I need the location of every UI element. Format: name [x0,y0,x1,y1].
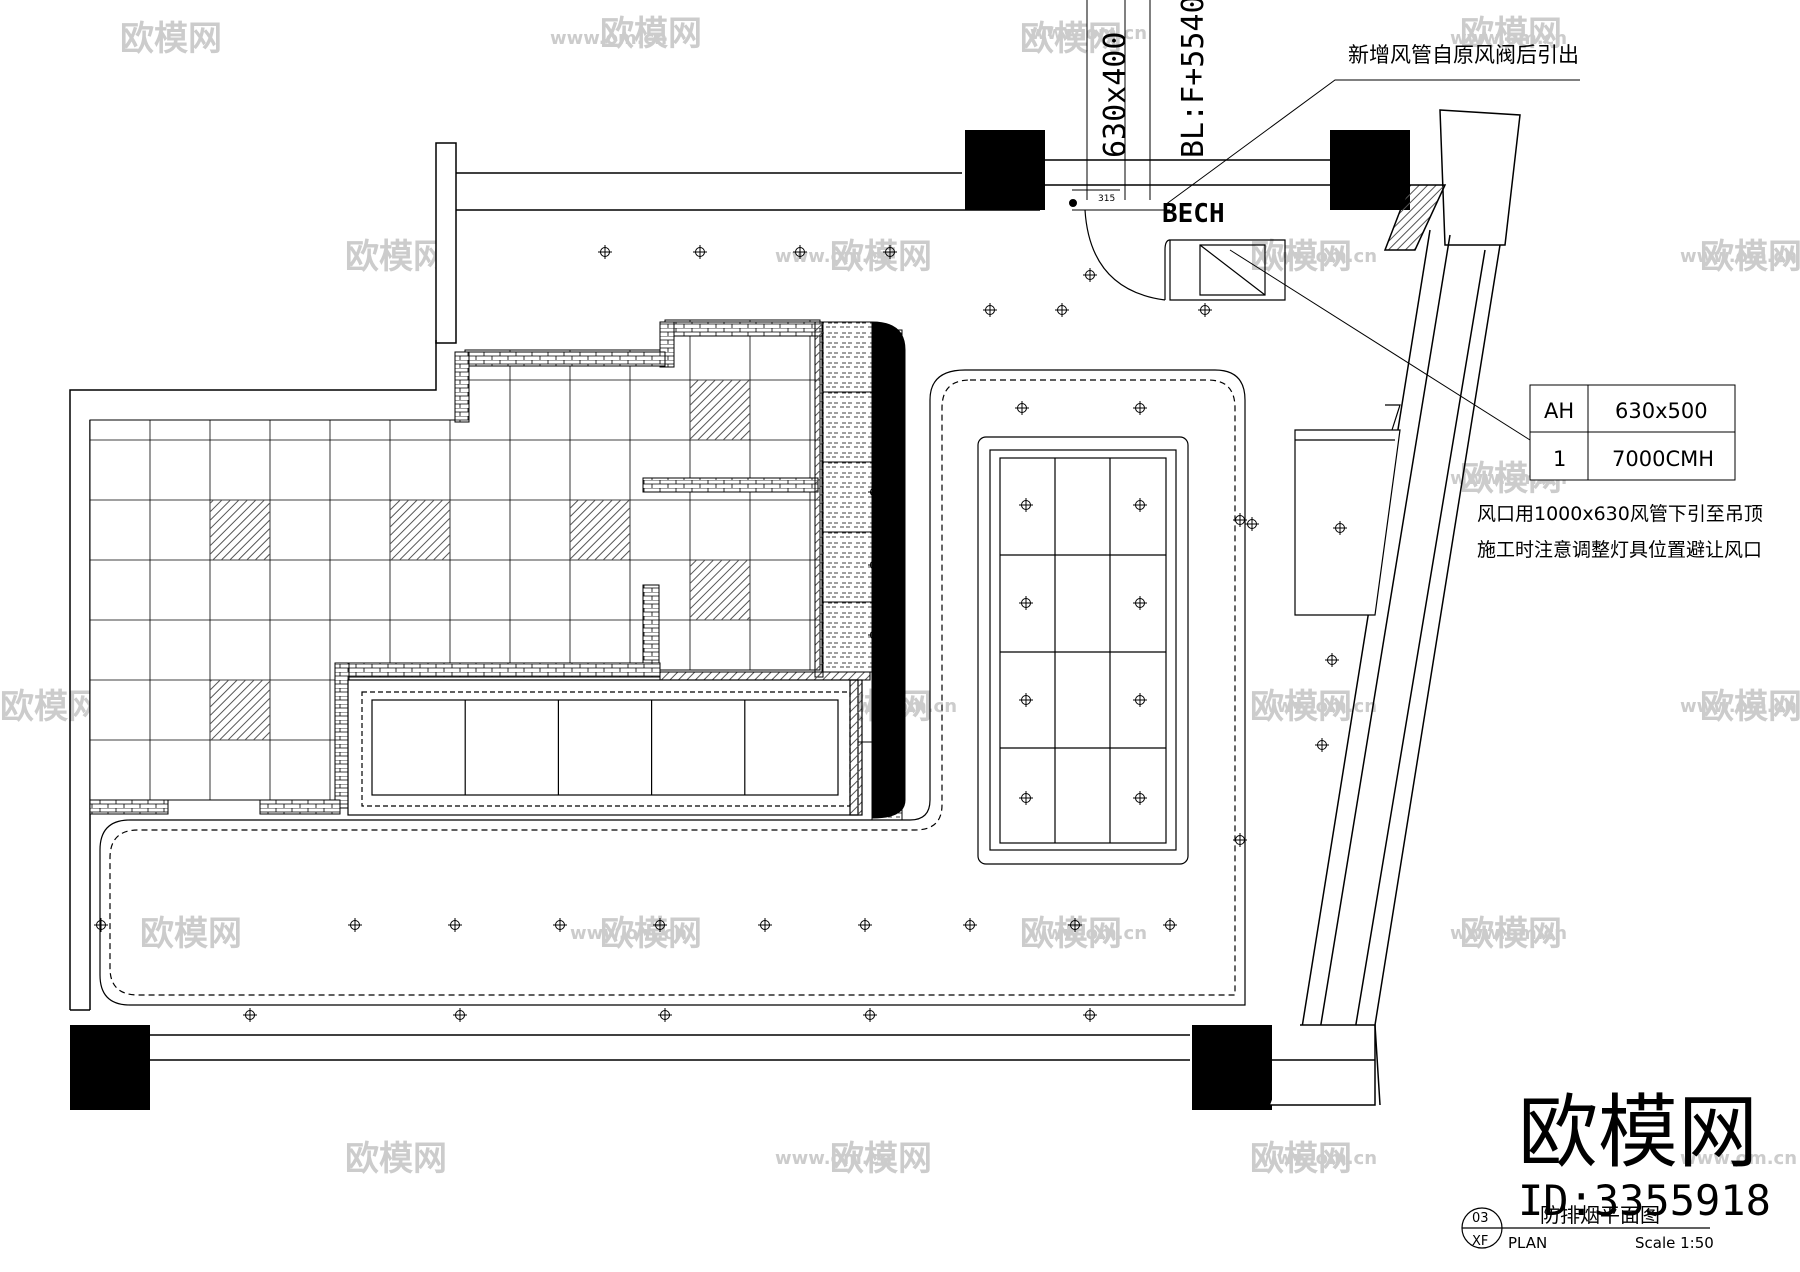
brand-id: ID:3355918 [1518,1176,1771,1225]
planter-strip [659,321,906,821]
title-block [1461,1207,1710,1249]
column-bottom-left [70,1025,150,1110]
watermark-logo: 欧模网 [830,1139,932,1179]
duct-size-label: 630x400 BL:F+5540 [1098,0,1211,158]
spec-ah: AH [1544,399,1574,423]
scale-label: Scale 1:50 [1635,1234,1714,1252]
columns [70,130,1410,1110]
watermark-url: www.om.cn [1680,696,1797,717]
hatched-tile [210,680,270,740]
watermark-logo: 欧模网 [0,687,102,727]
watermark-url: www.om.cn [775,1148,892,1169]
hatched-tile [690,380,750,440]
watermark-logo: 欧模网 [600,914,702,954]
lamp-symbols [94,245,1347,1022]
watermark-url: www.om.cn [570,923,687,944]
dim-small-text: 315 [1098,194,1115,204]
duct-shaft [1084,209,1286,301]
column-bottom-right [1192,1025,1272,1110]
watermark-url: www.om.cn [1030,923,1147,944]
watermark-logo: 欧模网 [1020,914,1122,954]
ceiling-loop [99,369,1246,1006]
watermark-url: www.om.cn [1030,23,1147,44]
watermark-url: www.om.cn [1680,246,1797,267]
plan-label: PLAN [1508,1234,1547,1252]
slanted-wall [1270,109,1521,1106]
watermark-logo: 欧模网 [830,237,932,277]
watermark-logo: 欧模网 [345,237,447,277]
bech-label: BECH [1162,199,1225,229]
hatched-tile [210,500,270,560]
hatched-tile [390,500,450,560]
hatched-tile [690,560,750,620]
watermark-url: www.om.cn [1260,246,1377,267]
sheet-no: 03 [1472,1211,1489,1226]
watermark-url: www.om.cn [550,28,667,49]
walls [69,142,1330,1061]
duct-elevation-text: BL:F+5540 [1176,0,1211,158]
watermark-logo: 欧模网 [1700,237,1800,277]
watermark-logo: 欧模网 [600,14,702,54]
watermark-logo: 欧模网 [120,19,222,59]
outlet-note-2: 施工时注意调整灯具位置避让风口 [1477,539,1762,561]
duct-note: 新增风管自原风阀后引出 [1348,43,1579,67]
watermark-logo: 欧模网 [345,1139,447,1179]
tile-floor [89,319,821,801]
duct-size-text: 630x400 [1098,32,1133,158]
outlet-note-1: 风口用1000x630风管下引至吊顶 [1477,503,1763,525]
watermark-url: www.om.cn [1450,923,1567,944]
watermark-url: www.om.cn [1680,1148,1797,1169]
sheet-code: XF [1472,1234,1488,1249]
spec-ah-size: 630x500 [1615,399,1708,423]
watermark-url: www.om.cn [1450,28,1567,49]
watermark-logo: 欧模网 [1460,914,1562,954]
watermark-logo: 欧模网 [1250,237,1352,277]
column-top-right [1330,130,1410,210]
watermark-logo: 欧模网 [140,914,242,954]
spec-1: 1 [1553,447,1566,471]
coffer-grid [977,436,1189,865]
counter [1294,404,1401,616]
watermark-url: www.om.cn [1260,696,1377,717]
hatched-tile [570,500,630,560]
duct-annotation [1069,0,1736,481]
watermark-logo: 欧模网 [1700,687,1800,727]
watermark-logo: 欧模网 [1020,19,1122,59]
brand-logo: 欧模网 [1518,1086,1758,1179]
spec-1-flow: 7000CMH [1612,447,1714,471]
column-top-left [965,130,1045,210]
watermark-logo: 欧模网 [1250,687,1352,727]
watermark-logo: 欧模网 [1250,1139,1352,1179]
drawing-title: 防排烟平面图 [1540,1203,1660,1227]
watermark-url: www.om.cn [1260,1148,1377,1169]
lower-panel [347,679,863,816]
watermark-logo: 欧模网 [1460,14,1562,54]
